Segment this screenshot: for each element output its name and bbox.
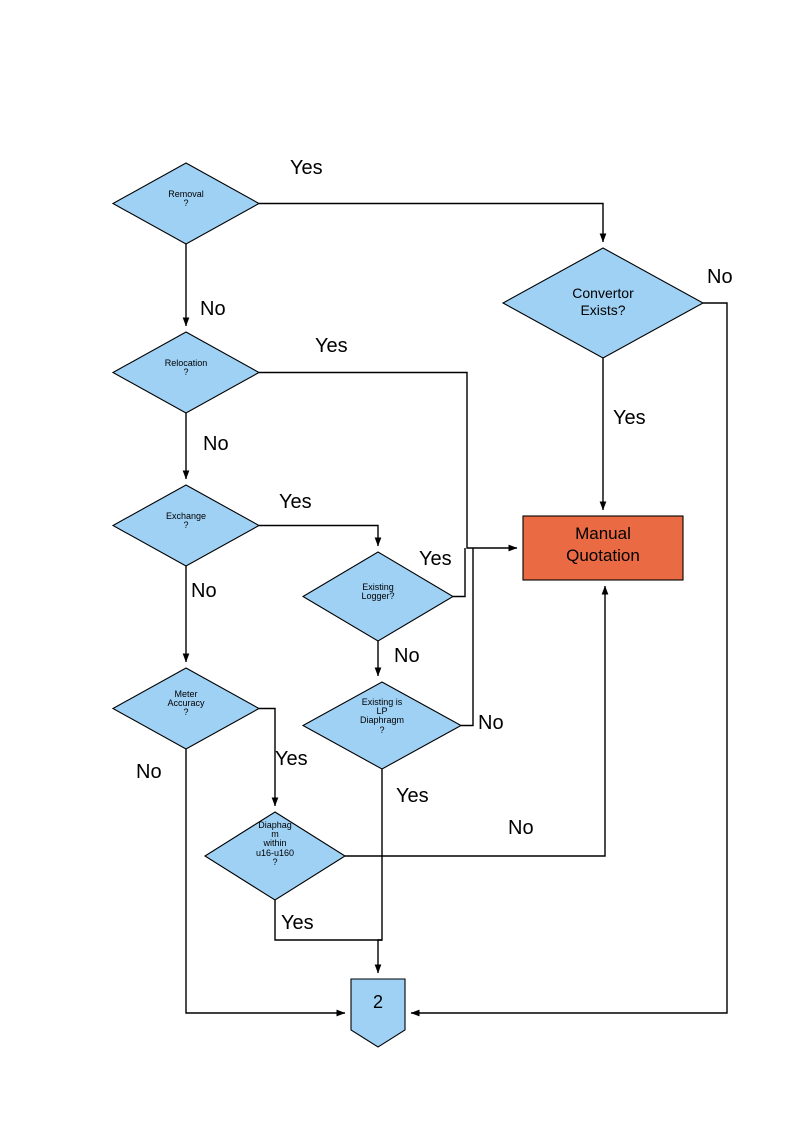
- edge-label-diaphragm-range-yes: Yes: [281, 912, 314, 934]
- node-exchange-shape[interactable]: [111, 484, 261, 567]
- edge-diaphragm-range-no: [345, 585, 609, 857]
- edge-meter-accuracy-no: [185, 749, 346, 1017]
- edge-label-removal-no: No: [200, 298, 226, 320]
- edge-label-exchange-no: No: [191, 580, 217, 602]
- edge-label-relocation-yes: Yes: [315, 335, 348, 357]
- node-removal-shape[interactable]: [111, 162, 261, 245]
- edge-existing-logger-yes: [453, 548, 466, 598]
- edge-label-removal-yes: Yes: [290, 157, 323, 179]
- edge-label-meter-accuracy-no: No: [136, 761, 162, 783]
- edge-label-existing-logger-yes: Yes: [419, 548, 452, 570]
- edge-label-meter-accuracy-yes: Yes: [275, 748, 308, 770]
- edge-relocation-yes: [259, 371, 518, 552]
- edge-existing-lp-yes: [374, 769, 383, 974]
- edge-label-convertor-no: No: [707, 266, 733, 288]
- node-convertor-exists-shape[interactable]: [501, 247, 705, 359]
- edge-label-existing-lp-no: No: [478, 712, 504, 734]
- edge-existing-lp-no: [461, 548, 474, 727]
- edge-label-relocation-no: No: [203, 433, 229, 455]
- node-relocation-shape[interactable]: [111, 331, 261, 414]
- edge-meter-accuracy-yes: [259, 707, 279, 807]
- edge-label-existing-logger-no: No: [394, 645, 420, 667]
- node-meter-accuracy-shape[interactable]: [111, 667, 261, 750]
- edge-label-convertor-no-bottom: No: [508, 817, 534, 839]
- node-connector-2-shape[interactable]: [350, 978, 406, 1048]
- edge-label-existing-lp-yes: Yes: [396, 785, 429, 807]
- edge-convertor-no: [410, 302, 728, 1017]
- edge-removal-yes: [259, 202, 607, 243]
- edge-label-convertor-yes: Yes: [613, 407, 646, 429]
- edge-exchange-yes: [259, 524, 382, 547]
- node-diaphragm-range-shape[interactable]: [203, 811, 347, 901]
- edge-label-exchange-yes: Yes: [279, 491, 312, 513]
- edge-diaphragm-range-yes: [274, 900, 382, 941]
- node-existing-lp-diaphragm-shape[interactable]: [301, 681, 463, 770]
- node-manual-quotation-shape[interactable]: [522, 515, 684, 581]
